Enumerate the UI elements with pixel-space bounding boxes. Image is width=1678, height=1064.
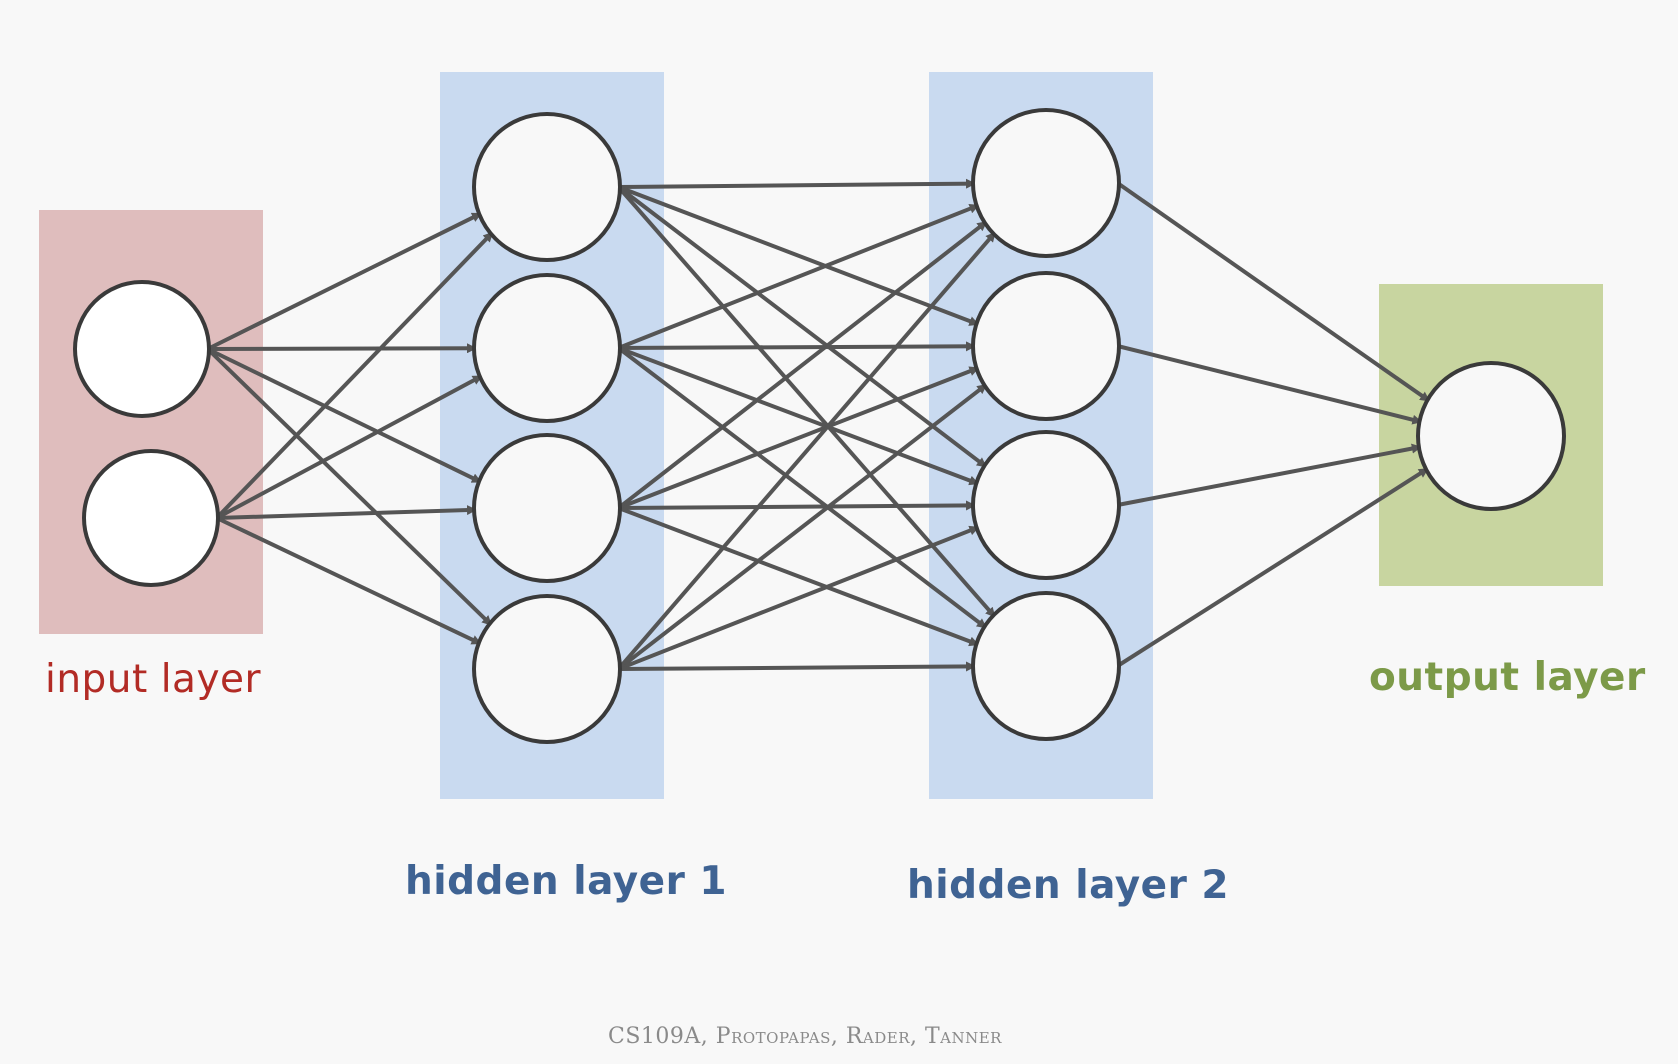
hidden-layer-2-label: hidden layer 2 bbox=[907, 863, 1230, 908]
edge-hidden1-1-to-hidden2-3 bbox=[617, 185, 988, 469]
edge-input-1-to-hidden1-1 bbox=[206, 211, 482, 351]
output-layer-label: output layer bbox=[1369, 655, 1646, 700]
edge-hidden2-1-to-output-1 bbox=[1116, 181, 1431, 403]
edge-hidden2-4-to-output-1 bbox=[1116, 466, 1429, 668]
edge-hidden1-2-to-hidden2-4 bbox=[617, 346, 988, 630]
input-layer-label: input layer bbox=[45, 657, 262, 702]
edge-hidden2-3-to-output-1 bbox=[1117, 443, 1422, 507]
hidden2-node-4 bbox=[971, 591, 1121, 741]
edge-hidden1-4-to-hidden2-4 bbox=[618, 661, 976, 672]
edge-hidden1-3-to-hidden2-1 bbox=[617, 220, 988, 510]
edge-input-2-to-hidden1-1 bbox=[215, 231, 494, 520]
edge-hidden1-3-to-hidden2-4 bbox=[617, 506, 980, 647]
hidden1-node-3 bbox=[472, 433, 622, 583]
hidden2-node-2 bbox=[971, 271, 1121, 421]
input-node-1 bbox=[73, 280, 211, 418]
hidden1-node-2 bbox=[472, 273, 622, 423]
hidden2-node-3 bbox=[971, 430, 1121, 580]
edge-hidden1-4-to-hidden2-2 bbox=[617, 383, 988, 671]
edge-hidden1-4-to-hidden2-3 bbox=[617, 525, 980, 671]
hidden1-node-1 bbox=[472, 112, 622, 262]
edge-input-2-to-hidden1-3 bbox=[216, 505, 477, 520]
edge-hidden1-4-to-hidden2-1 bbox=[616, 231, 997, 671]
edge-input-1-to-hidden1-3 bbox=[206, 347, 482, 484]
output-node-1 bbox=[1416, 361, 1566, 511]
edge-hidden1-1-to-hidden2-2 bbox=[617, 185, 980, 327]
edge-hidden1-2-to-hidden2-3 bbox=[617, 346, 980, 486]
edge-input-2-to-hidden1-2 bbox=[215, 374, 483, 520]
edge-hidden1-1-to-hidden2-1 bbox=[618, 178, 976, 189]
edge-hidden1-3-to-hidden2-2 bbox=[617, 366, 980, 510]
hidden-layer-1-label: hidden layer 1 bbox=[405, 859, 728, 904]
edge-input-1-to-hidden1-2 bbox=[207, 343, 477, 354]
edge-hidden1-3-to-hidden2-3 bbox=[618, 500, 976, 511]
hidden2-node-1 bbox=[971, 108, 1121, 258]
edge-input-2-to-hidden1-4 bbox=[215, 516, 482, 646]
edge-hidden1-2-to-hidden2-2 bbox=[618, 341, 976, 352]
edge-hidden1-2-to-hidden2-1 bbox=[617, 203, 980, 350]
credit-footer: CS109A, Protopapas, Rader, Tanner bbox=[608, 1024, 1002, 1049]
edge-hidden2-2-to-output-1 bbox=[1117, 344, 1423, 425]
hidden1-node-4 bbox=[472, 594, 622, 744]
edge-input-1-to-hidden1-4 bbox=[206, 347, 493, 627]
input-node-2 bbox=[82, 449, 220, 587]
